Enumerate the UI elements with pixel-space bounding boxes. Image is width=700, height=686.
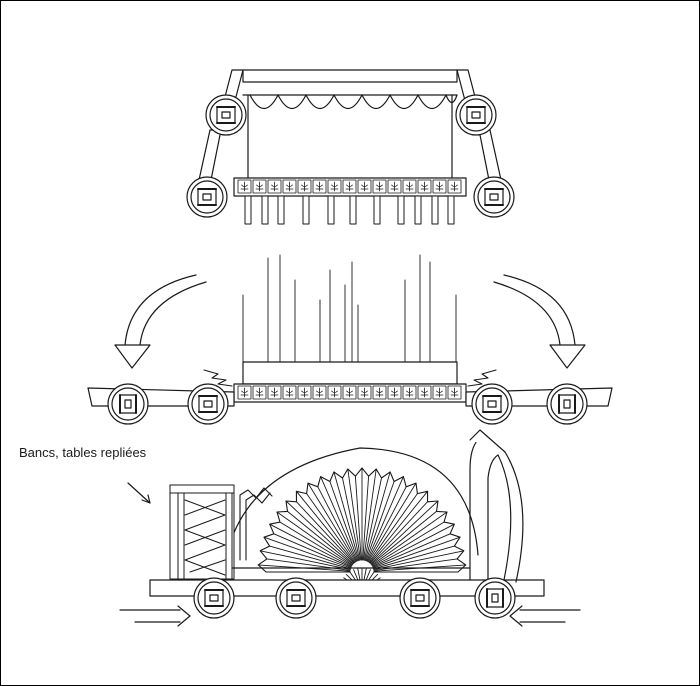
annotation-label: Bancs, tables repliées	[19, 445, 147, 460]
stage-unfolding-wagon	[87, 254, 613, 425]
fan-ray	[296, 501, 355, 564]
wheel-icon	[473, 176, 515, 218]
fan-ray	[369, 501, 428, 564]
wheel-icon	[399, 577, 441, 619]
fan-ray	[273, 533, 352, 568]
folded-benches-block	[169, 484, 235, 580]
wheel-icon	[205, 94, 247, 136]
fan-rays	[257, 467, 467, 573]
fan-ray	[363, 468, 377, 561]
fan-ray	[285, 500, 354, 565]
fan-ray	[362, 475, 370, 561]
fan-ray	[370, 500, 439, 565]
fan-ray	[354, 475, 362, 561]
wheel-icon	[474, 577, 516, 619]
fan-ray	[269, 523, 352, 567]
hanging-legs	[244, 195, 455, 225]
fan-ray	[370, 510, 437, 565]
fan-ray	[259, 550, 351, 571]
fan-ray	[369, 490, 429, 564]
fan-ray	[347, 468, 361, 561]
wheel-icon	[107, 383, 149, 425]
fan-ray	[363, 477, 382, 561]
fan-ray	[371, 511, 448, 566]
fan-ray	[367, 482, 417, 563]
wheel-icon	[187, 383, 229, 425]
rising-poles	[242, 254, 457, 363]
fan-ray	[263, 536, 352, 569]
wheel-icon	[193, 577, 235, 619]
wheel-icon	[546, 383, 588, 425]
fan-ray	[367, 486, 407, 562]
fan-ray	[342, 477, 361, 561]
fan-ray	[269, 545, 351, 570]
fan-ray	[276, 511, 353, 566]
stage-folded-wagon	[119, 429, 581, 627]
fan-ray	[279, 521, 353, 567]
fan-ray	[373, 550, 465, 571]
fan-ray	[364, 471, 391, 561]
fan-ray	[287, 510, 354, 565]
fan-ray	[368, 493, 418, 563]
wheel-icon	[455, 94, 497, 136]
fan-ray	[317, 486, 357, 562]
fan-ray	[371, 521, 445, 567]
fan-ray	[365, 481, 395, 562]
stage-assembled-wagon	[186, 69, 515, 225]
fan-ray	[372, 536, 461, 569]
wheel-icon	[471, 383, 513, 425]
fan-ray	[372, 523, 455, 567]
frieze-tiles-top	[237, 179, 462, 194]
fan-ray	[333, 471, 360, 561]
fan-ray	[373, 545, 455, 570]
wheel-icon	[186, 176, 228, 218]
fan-ray	[307, 482, 357, 563]
fan-ray	[372, 533, 451, 568]
fan-ray	[295, 490, 355, 564]
fan-ray	[366, 476, 404, 562]
fan-ray	[329, 481, 359, 562]
wheel-icon	[275, 577, 317, 619]
fan-ray	[306, 493, 356, 563]
frieze-tiles-middle	[237, 385, 462, 400]
fan-ray	[320, 476, 358, 562]
